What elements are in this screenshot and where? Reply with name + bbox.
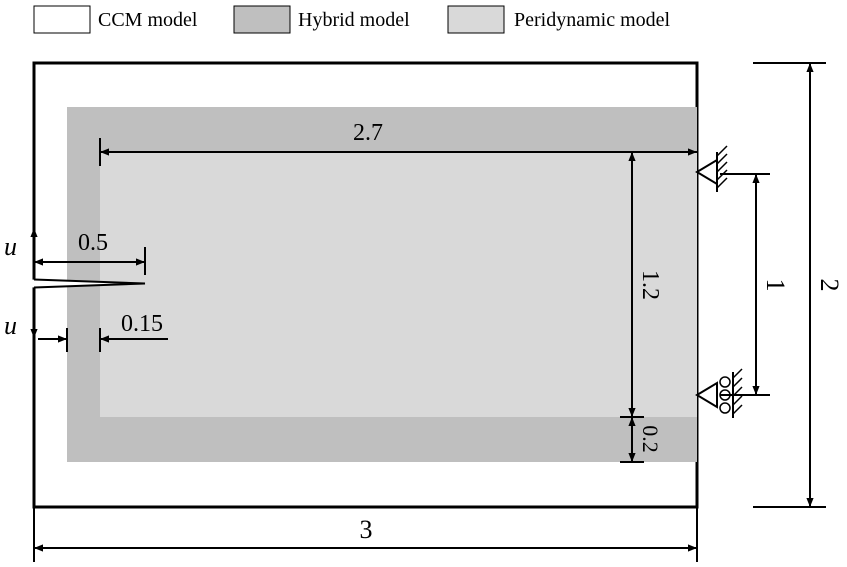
dim-pd-height-label: 1.2 [637, 270, 663, 300]
legend-label-hybrid: Hybrid model [298, 9, 410, 31]
load-label-down: u [4, 311, 17, 340]
legend-swatch-ccm [33, 5, 91, 34]
crack-edge [33, 278, 146, 289]
dim-pd-width-label: 2.7 [353, 120, 383, 146]
legend: CCM model Hybrid model Peridynamic model [33, 5, 671, 34]
legend-swatch-hybrid [233, 5, 291, 34]
roller-support-bottom [695, 368, 743, 418]
legend-swatch-peridynamic [447, 5, 505, 34]
load-label-up: u [4, 232, 17, 261]
legend-label-ccm: CCM model [98, 9, 198, 31]
legend-label-peridynamic: Peridynamic model [514, 9, 671, 31]
dim-total-height-label: 2 [815, 279, 844, 292]
dim-crack-length-label: 0.5 [78, 230, 108, 256]
peridynamic-region [100, 152, 697, 417]
dim-offset-label: 0.15 [121, 311, 163, 337]
crack-notch [30, 279, 145, 288]
dim-total-width-label: 3 [360, 515, 373, 544]
pin-support-top [695, 145, 728, 192]
dim-hybrid-thickness-label: 0.2 [638, 425, 663, 453]
dim-support-label: 1 [761, 279, 790, 292]
